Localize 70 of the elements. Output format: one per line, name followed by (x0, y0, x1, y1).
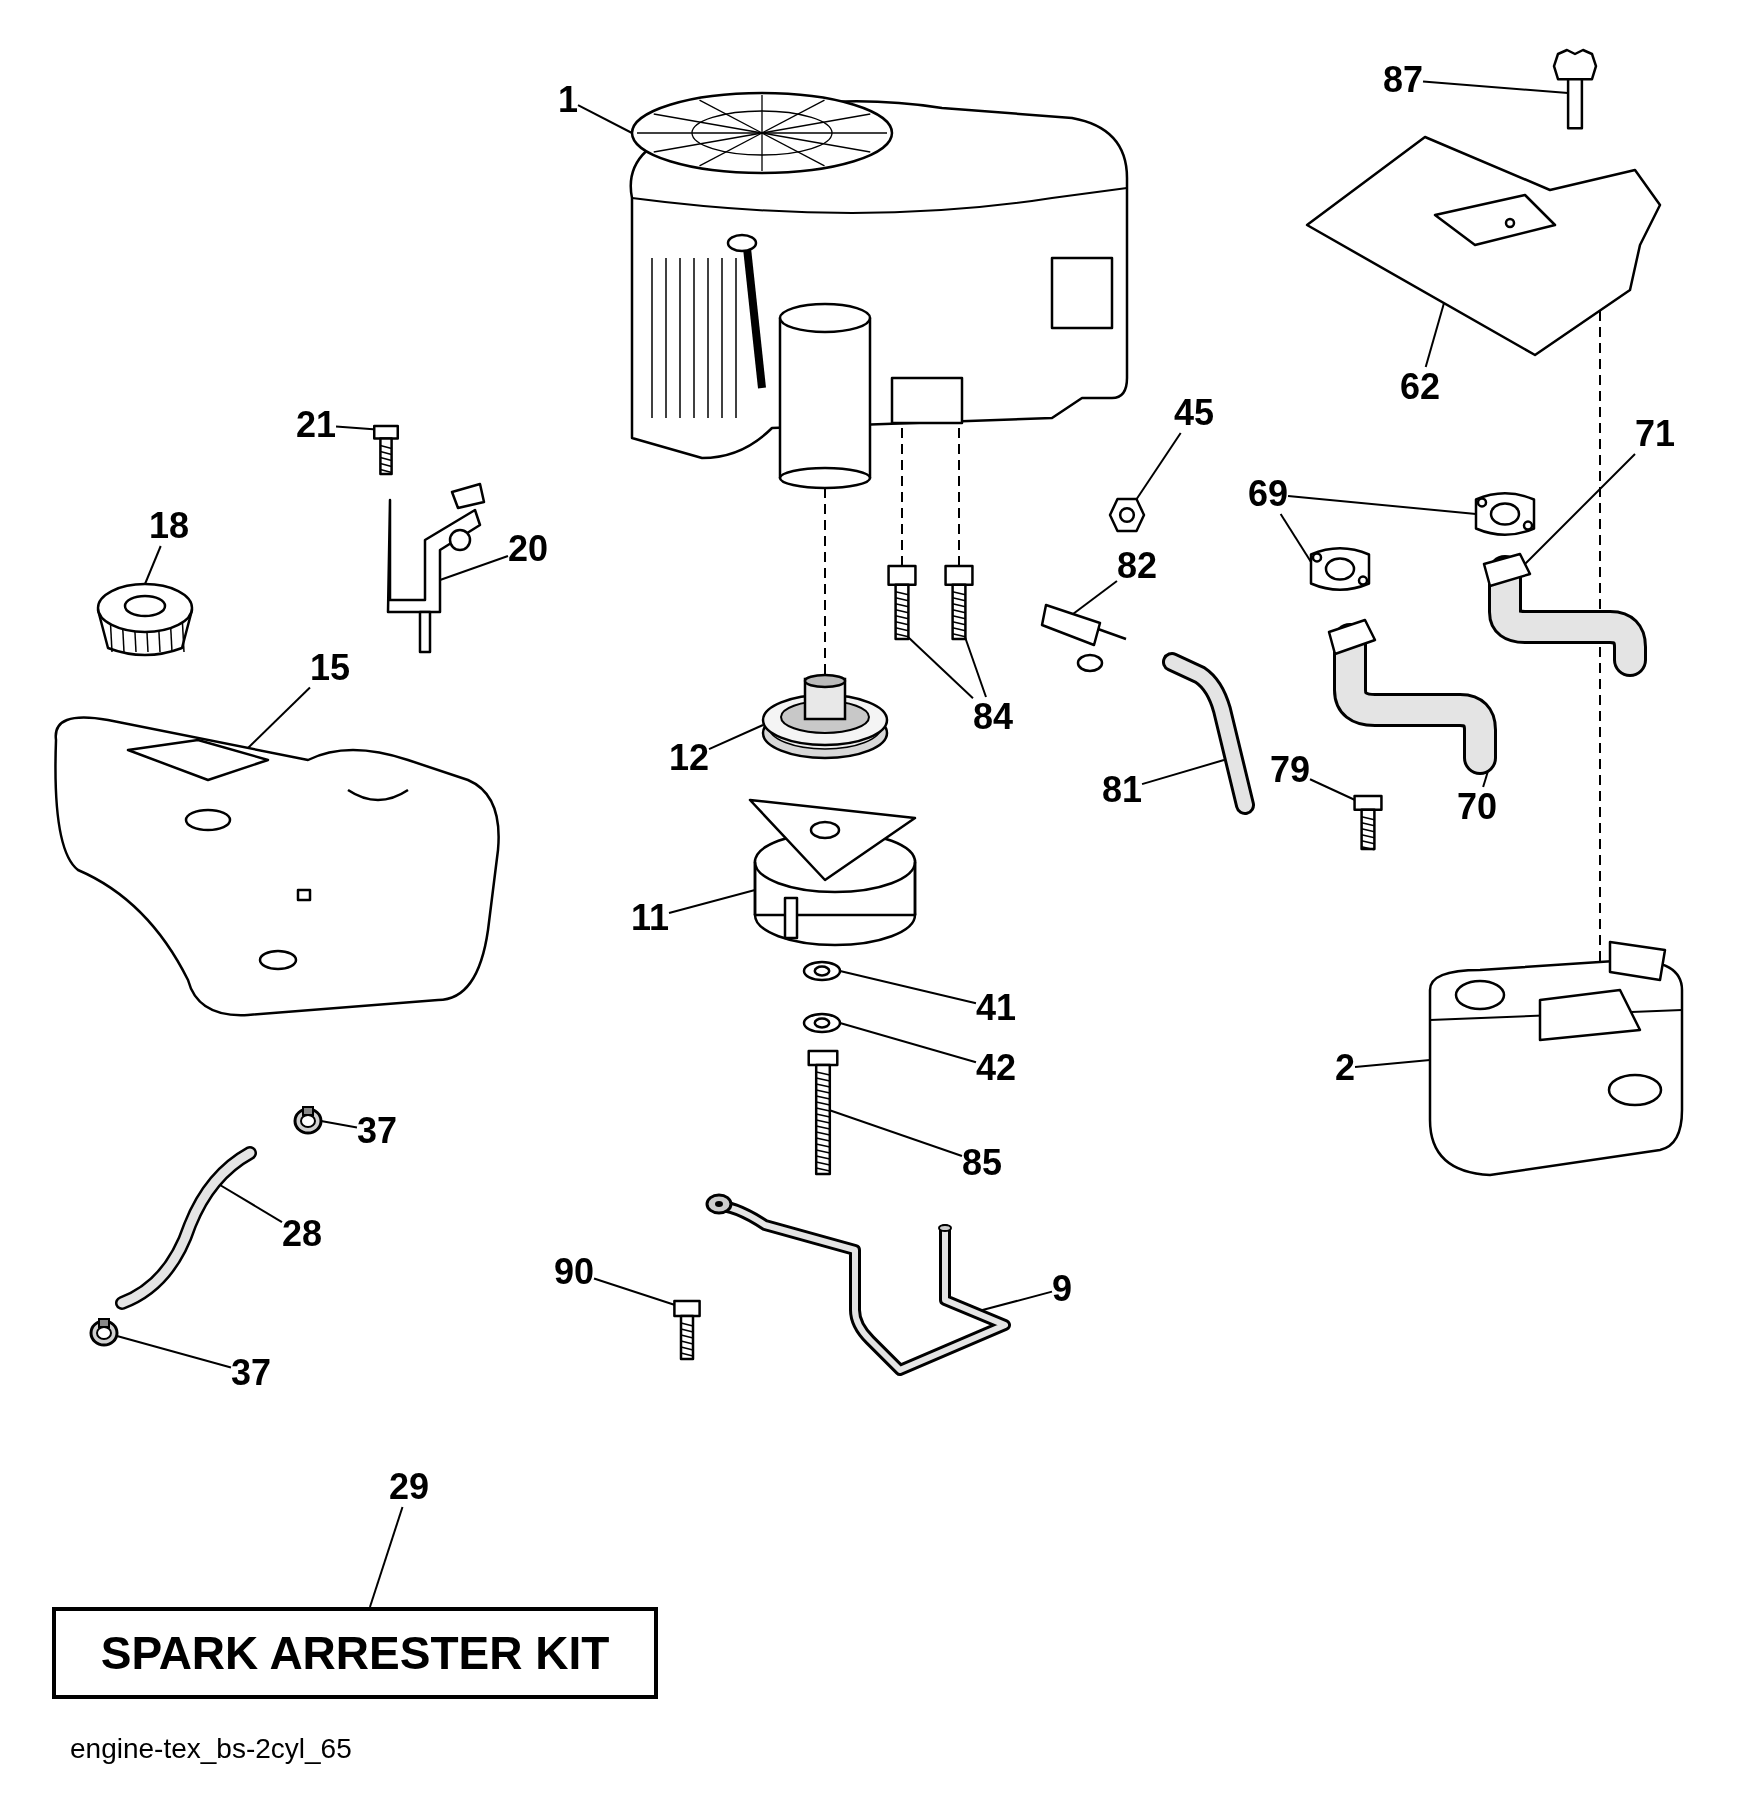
leader-line (839, 970, 977, 1005)
leader-line (144, 545, 162, 585)
callout-number: 28 (281, 1214, 322, 1254)
callout-number: 79 (1269, 750, 1310, 790)
callout-number: 37 (356, 1111, 397, 1151)
hose-clamp-drawing (88, 1318, 120, 1348)
leader-line (907, 636, 974, 700)
leader-line (1424, 302, 1445, 368)
nut-drawing (1108, 497, 1146, 533)
callout-number: 12 (668, 738, 709, 778)
leader-line (1287, 494, 1477, 515)
leader-line (668, 889, 756, 914)
leader-line (320, 1120, 358, 1129)
callout-number: 11 (630, 898, 670, 938)
callout-number: 18 (148, 506, 189, 546)
callout-number: 69 (1247, 474, 1288, 514)
callout-number: 71 (1634, 414, 1675, 454)
callout-number: 81 (1101, 770, 1142, 810)
leader-line (439, 555, 509, 581)
leader-line (708, 724, 764, 751)
washer-drawing (802, 1012, 842, 1034)
hose-clamp-drawing (292, 1106, 324, 1136)
callout-number: 20 (507, 529, 548, 569)
callout-number: 87 (1382, 60, 1423, 100)
callout-number: 45 (1173, 393, 1214, 433)
callout-number: 1 (558, 80, 578, 120)
bolt-drawing (943, 565, 975, 640)
leader-line (1072, 580, 1118, 615)
leader-line (1354, 1059, 1431, 1069)
leader-line (1135, 432, 1182, 501)
callout-number: 84 (972, 697, 1013, 737)
leader-line (828, 1109, 963, 1158)
bolt-drawing (672, 1300, 702, 1360)
callout-number: 9 (1052, 1269, 1072, 1309)
callout-number: 62 (1399, 367, 1440, 407)
leader-line (1141, 759, 1225, 786)
leader-line (247, 686, 311, 749)
knob-bolt-drawing (1552, 48, 1598, 130)
leader-line (577, 104, 633, 134)
leader-line (839, 1022, 977, 1064)
callout-number: 21 (295, 405, 336, 445)
kit-label-box: SPARK ARRESTER KIT (52, 1607, 658, 1699)
leader-line (1599, 310, 1601, 963)
callout-number: 2 (1335, 1048, 1355, 1088)
callout-number: 37 (230, 1353, 271, 1393)
bolt-drawing (1352, 795, 1384, 850)
callout-number: 90 (553, 1252, 594, 1292)
callout-number: 82 (1116, 546, 1157, 586)
leader-line (1422, 80, 1569, 94)
callout-number: 15 (309, 648, 350, 688)
bolt-drawing (806, 1050, 840, 1175)
hose-drawing (1160, 650, 1255, 815)
leader-line (368, 1506, 404, 1608)
bolt-drawing (372, 425, 400, 475)
callout-number: 85 (961, 1143, 1002, 1183)
washer-drawing (802, 960, 842, 982)
callout-number: 70 (1456, 787, 1497, 827)
leader-line (1279, 513, 1312, 563)
leader-line (964, 636, 987, 698)
leader-line (1524, 453, 1636, 565)
callout-number: 29 (388, 1467, 429, 1507)
pulley-drawing (760, 675, 890, 760)
leader-line (824, 487, 826, 677)
leader-line (593, 1277, 676, 1306)
drawing-code: engine-tex_bs-2cyl_65 (70, 1733, 352, 1765)
callout-number: 41 (975, 988, 1016, 1028)
bolt-drawing (886, 565, 918, 640)
leader-line (116, 1335, 232, 1369)
callout-number: 42 (975, 1048, 1016, 1088)
leader-line (1309, 778, 1356, 801)
